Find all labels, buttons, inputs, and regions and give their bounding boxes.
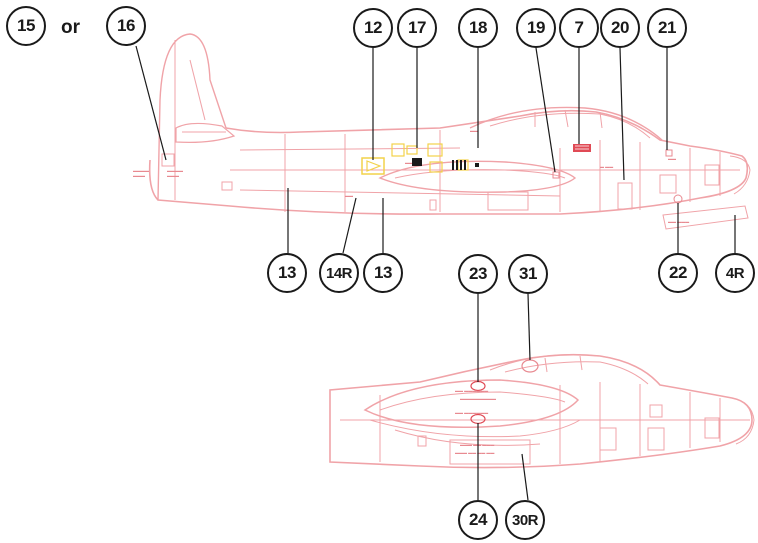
fuselage-side-view: [148, 33, 751, 215]
callout-24: 24: [458, 500, 498, 540]
callout-18: 18: [458, 8, 498, 48]
callout-21: 21: [647, 8, 687, 48]
callout-31: 31: [508, 254, 548, 294]
callout-13-left: 13: [267, 253, 307, 293]
svg-text:▬▬▬: ▬▬▬: [133, 173, 145, 178]
fuselage-partial-view: [329, 353, 755, 469]
callout-4r: 4R: [715, 253, 755, 293]
callout-15: 15: [6, 6, 46, 46]
decal-stripes: [452, 160, 479, 170]
decal-black-panel: [412, 158, 422, 166]
leader-lines: [135, 45, 736, 501]
callout-7: 7: [559, 8, 599, 48]
decals-partial-view: ▬▬ ▬▬▬▬▬▬ ▬▬▬▬▬▬▬▬▬ ▬▬ ▬▬▬▬▬▬ ▬▬▬ ▬▬ ▬▬▬…: [455, 359, 539, 455]
svg-text:▬▬▬: ▬▬▬: [167, 173, 179, 178]
svg-text:▬▬ ▬▬▬▬▬▬: ▬▬ ▬▬▬▬▬▬: [455, 410, 488, 415]
stencil-marks-side: ▬▬▬▬▬▬▬ ▬▬▬▬▬▬▬ ▬▬▬ ▬▬ ▬ ▬▬ ▬▬ ▬▬: [133, 128, 676, 198]
svg-text:▬▬▬▬: ▬▬▬▬: [167, 168, 183, 173]
callout-14r: 14R: [319, 253, 359, 293]
callout-12: 12: [353, 8, 393, 48]
decal-17a: [391, 143, 405, 157]
callout-16: 16: [106, 6, 146, 46]
svg-text:▬▬▬▬: ▬▬▬▬: [133, 168, 149, 173]
callout-22: 22: [658, 253, 698, 293]
decal-24-mark: [470, 413, 486, 425]
svg-text:▬▬▬ ▬▬ ▬▬▬: ▬▬▬ ▬▬ ▬▬▬: [460, 442, 494, 447]
decal-7: [573, 144, 591, 152]
svg-text:▬▬▬: ▬▬▬: [405, 160, 417, 165]
callout-30r: 30R: [505, 500, 545, 540]
decals-side-view: [361, 143, 683, 204]
callout-23: 23: [458, 254, 498, 294]
callout-17: 17: [397, 8, 437, 48]
decal-17b: [406, 145, 418, 155]
callout-20: 20: [600, 8, 640, 48]
callout-19: 19: [516, 8, 556, 48]
svg-text:▬▬▬▬▬▬▬▬▬: ▬▬▬▬▬▬▬▬▬: [460, 396, 496, 401]
svg-text:▬▬: ▬▬: [668, 156, 676, 161]
svg-text:▬ ▬▬: ▬ ▬▬: [600, 164, 613, 169]
or-label: or: [61, 17, 80, 38]
decal-17d: [429, 161, 443, 173]
svg-text:▬▬ ▬▬▬▬▬▬: ▬▬ ▬▬▬▬▬▬: [455, 388, 488, 393]
svg-text:▬▬: ▬▬: [470, 128, 478, 133]
svg-text:▬▬▬ ▬▬ ▬▬ ▬▬: ▬▬▬ ▬▬ ▬▬ ▬▬: [455, 450, 494, 455]
callout-13-right: 13: [363, 253, 403, 293]
svg-text:▬▬: ▬▬: [345, 193, 353, 198]
decal-17c: [427, 143, 443, 157]
